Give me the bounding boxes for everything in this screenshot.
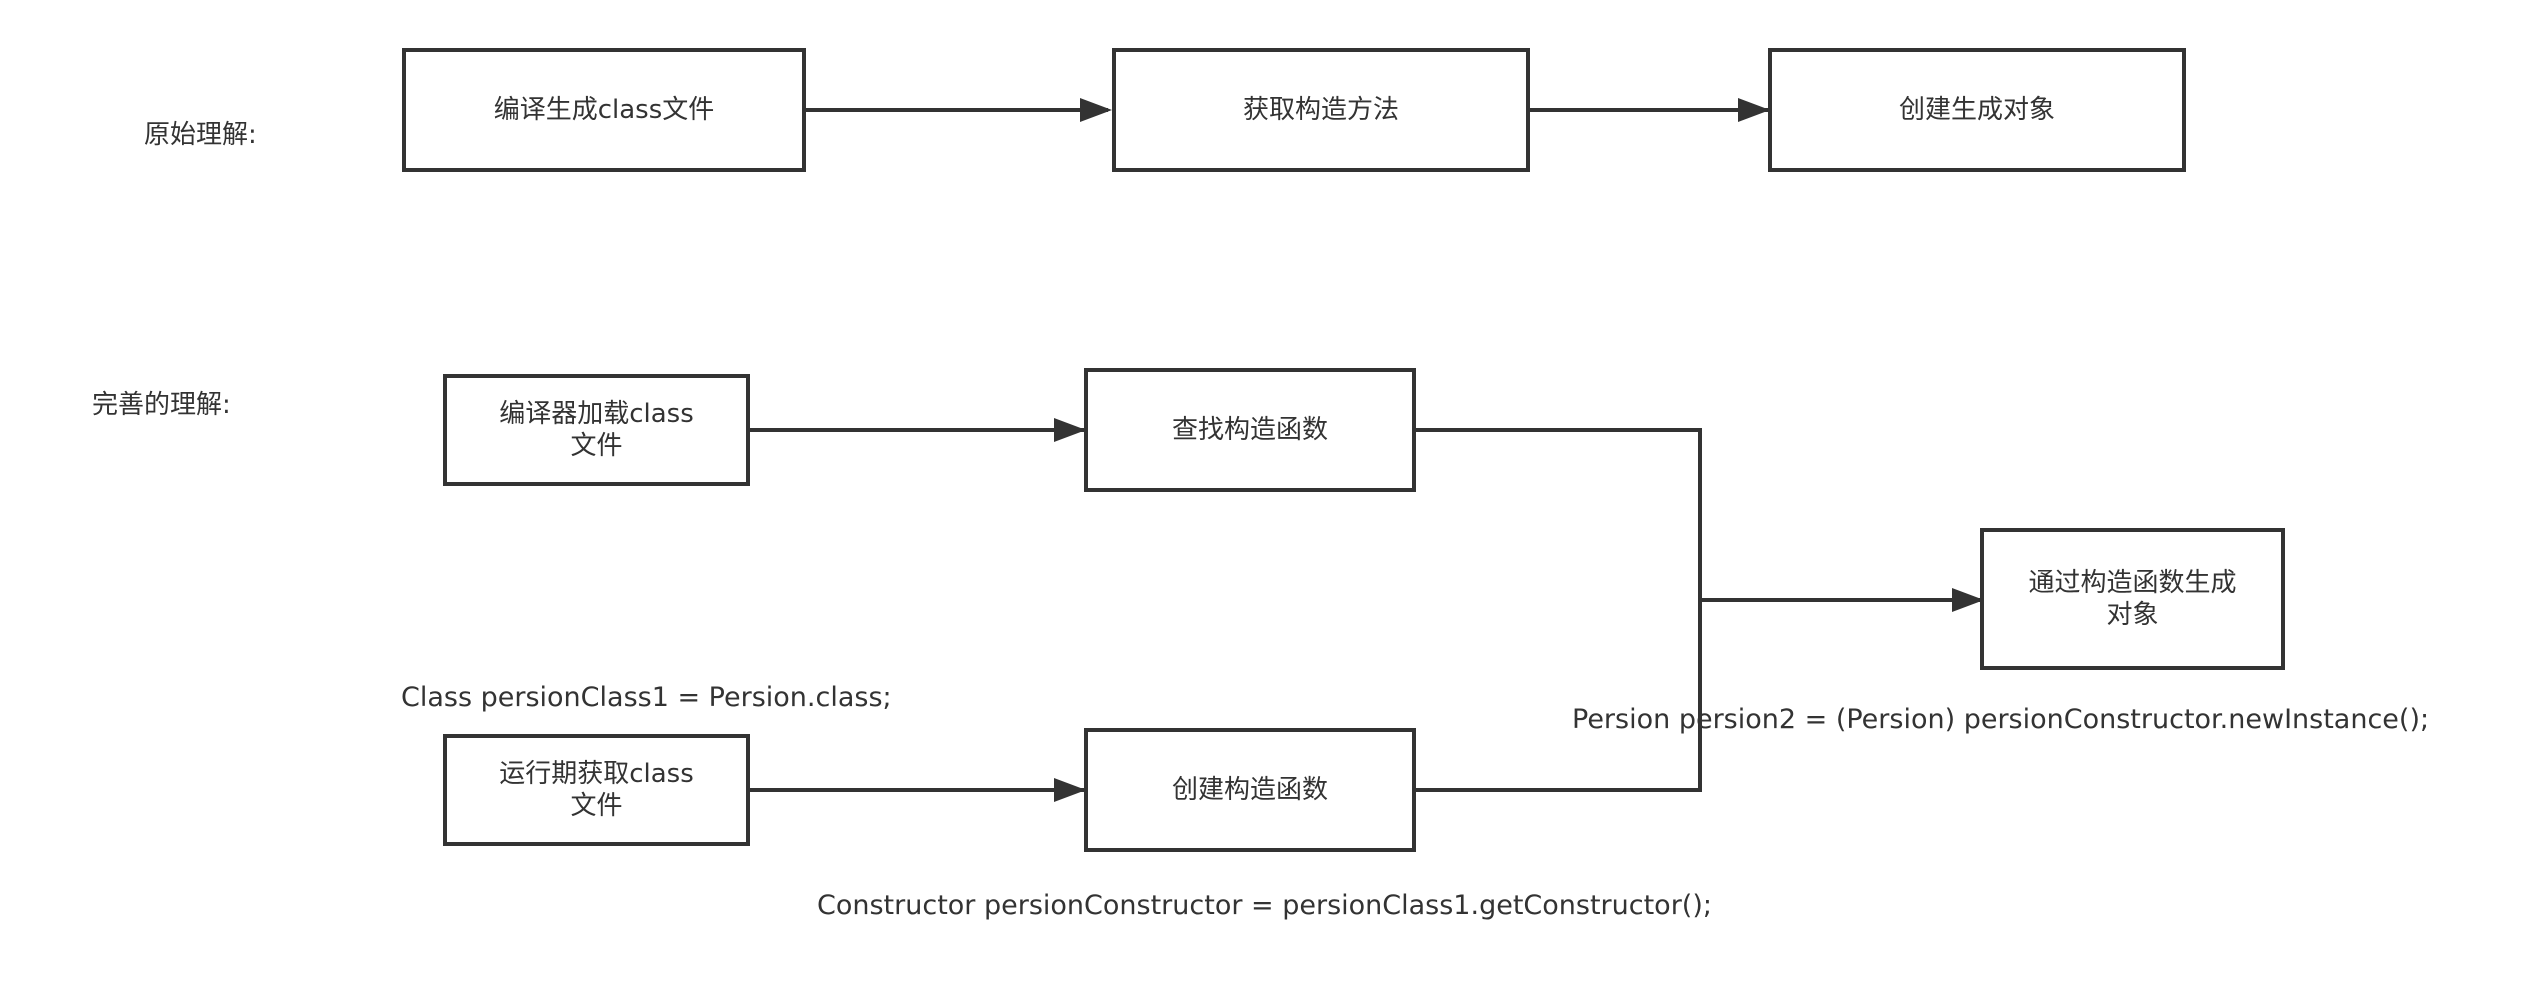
improved-understanding-label: 完善的理解: — [92, 390, 231, 420]
get-constructor-method-box: 获取构造方法 — [1112, 48, 1530, 172]
constructor-create-object-box: 通过构造函数生成对象 — [1980, 528, 2285, 670]
find-constructor-text: 查找构造函数 — [1171, 414, 1328, 445]
compile-class-file-box: 编译生成class文件 — [402, 48, 806, 172]
arrow-get-to-create-head — [1738, 98, 1770, 122]
get-constructor-method-text: 获取构造方法 — [1242, 94, 1399, 125]
create-object-box: 创建生成对象 — [1768, 48, 2186, 172]
create-constructor-box: 创建构造函数 — [1084, 728, 1416, 852]
compiler-load-class-box: 编译器加载class文件 — [443, 374, 750, 486]
compile-class-file-text: 编译生成class文件 — [493, 94, 715, 125]
create-constructor-text: 创建构造函数 — [1171, 774, 1328, 805]
constructor-create-object-text: 通过构造函数生成对象 — [2028, 567, 2237, 631]
arrow-runtime-to-create-head — [1054, 778, 1086, 802]
class-literal-code: Class persionClass1 = Persion.class; — [401, 682, 892, 713]
find-constructor-box: 查找构造函数 — [1084, 368, 1416, 492]
runtime-get-class-box: 运行期获取class文件 — [443, 734, 750, 846]
compiler-load-class-text: 编译器加载class文件 — [499, 398, 694, 462]
runtime-get-class-text: 运行期获取class文件 — [499, 758, 694, 822]
line-find-to-merge — [1414, 428, 1702, 792]
arrow-load-to-find-head — [1054, 418, 1086, 442]
arrow-compile-to-get-head — [1080, 98, 1112, 122]
original-understanding-label: 原始理解: — [144, 120, 257, 150]
arrow-merge-to-result-head — [1952, 588, 1984, 612]
new-instance-code: Persion persion2 = (Persion) persionCons… — [1572, 704, 2430, 735]
get-constructor-code: Constructor persionConstructor = persion… — [817, 890, 1712, 921]
create-object-text: 创建生成对象 — [1898, 94, 2055, 125]
